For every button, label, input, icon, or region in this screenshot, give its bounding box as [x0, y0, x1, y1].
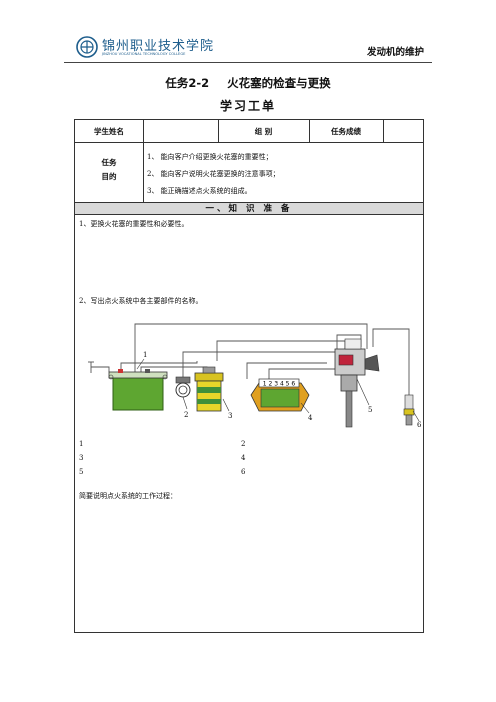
course-title: 发动机的维护 [366, 47, 424, 58]
objectives-label: 任务 目的 [101, 158, 117, 181]
distributor-icon [334, 338, 380, 428]
spark-plug-icon [403, 394, 415, 426]
ignition-coil-icon [194, 366, 224, 412]
question-working-process: 简要说明点火系统的工作过程： [79, 492, 177, 500]
question-importance: 1、更换火花塞的重要性和必要性。 [79, 220, 189, 228]
question-component-names: 2、写出点火系统中各主要部件的名称。 [79, 297, 203, 305]
college-name-english: JINZHOU VOCATIONAL TECHNOLOGY COLLEGE [102, 52, 186, 56]
answer-number-3: 3 [79, 454, 84, 462]
callout-3: 3 [228, 412, 232, 420]
objective-item: 3、 能正确描述点火系统的组成。 [147, 187, 252, 195]
objective-item: 2、 能向客户说明火花塞更换的注意事项； [147, 170, 280, 178]
group-label: 组 别 [254, 126, 273, 136]
ignition-system-diagram: 1 2 3 4 5 6 1 2 3 [88, 323, 422, 429]
ignition-switch-icon [175, 376, 191, 398]
svg-text:1 2 3 4 5 6: 1 2 3 4 5 6 [263, 381, 296, 388]
answer-number-1: 1 [79, 440, 84, 448]
answer-number-2: 2 [241, 440, 246, 448]
answer-number-5: 5 [79, 468, 84, 476]
answer-number-4: 4 [241, 454, 246, 462]
student-name-label: 学生姓名 [94, 126, 124, 136]
callout-5: 5 [368, 406, 372, 414]
college-logo-icon [76, 36, 98, 58]
section-heading: 一、知 识 准 备 [75, 202, 423, 215]
task-number: 任务2-2 [165, 76, 210, 90]
callout-6: 6 [417, 421, 422, 429]
battery-icon [108, 369, 168, 411]
score-field[interactable] [383, 120, 425, 142]
score-label: 任务成绩 [331, 126, 361, 136]
callout-2: 2 [184, 411, 188, 419]
college-name: 锦州职业技术学院 [102, 39, 215, 54]
answer-number-6: 6 [241, 468, 246, 476]
task-title: 任务2-2 火花塞的检查与更换 [0, 75, 496, 91]
worksheet-table: 学生姓名 组 别 任务成绩 任务 目的 1、 能向客户介绍更换火花塞的重要性； … [74, 119, 424, 633]
worksheet-subtitle: 学习工单 [219, 99, 276, 113]
callout-4: 4 [308, 414, 313, 422]
ignition-module-icon: 1 2 3 4 5 6 [250, 378, 310, 412]
page-header: 锦州职业技术学院 JINZHOU VOCATIONAL TECHNOLOGY C… [64, 30, 432, 63]
callout-1: 1 [143, 351, 147, 359]
student-name-field[interactable] [143, 120, 218, 142]
objective-item: 1、 能向客户介绍更换火花塞的重要性； [147, 153, 273, 161]
task-name: 火花塞的检查与更换 [227, 76, 331, 90]
